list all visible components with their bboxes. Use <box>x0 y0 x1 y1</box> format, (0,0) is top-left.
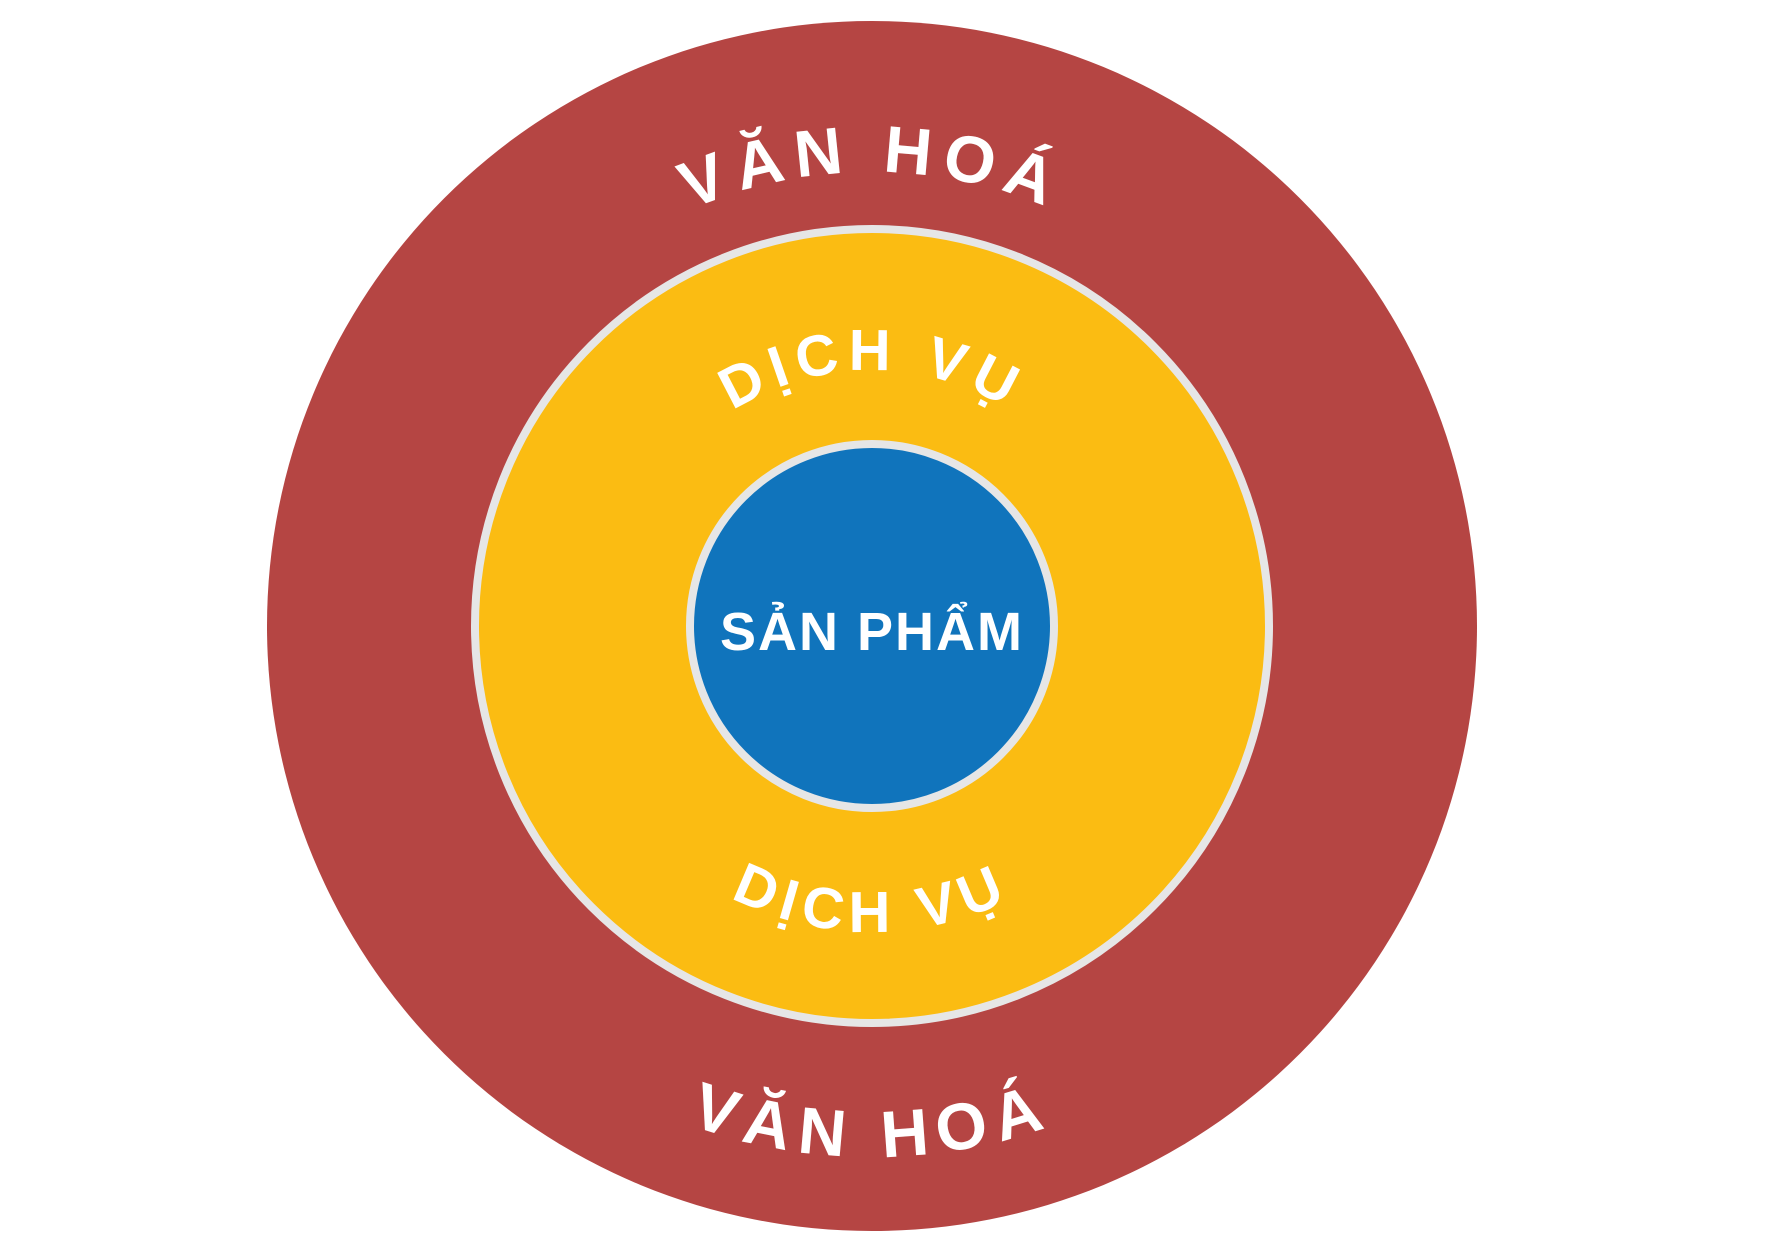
core-label: SẢN PHẨM <box>720 602 1024 662</box>
core-circle-product <box>686 440 1058 812</box>
